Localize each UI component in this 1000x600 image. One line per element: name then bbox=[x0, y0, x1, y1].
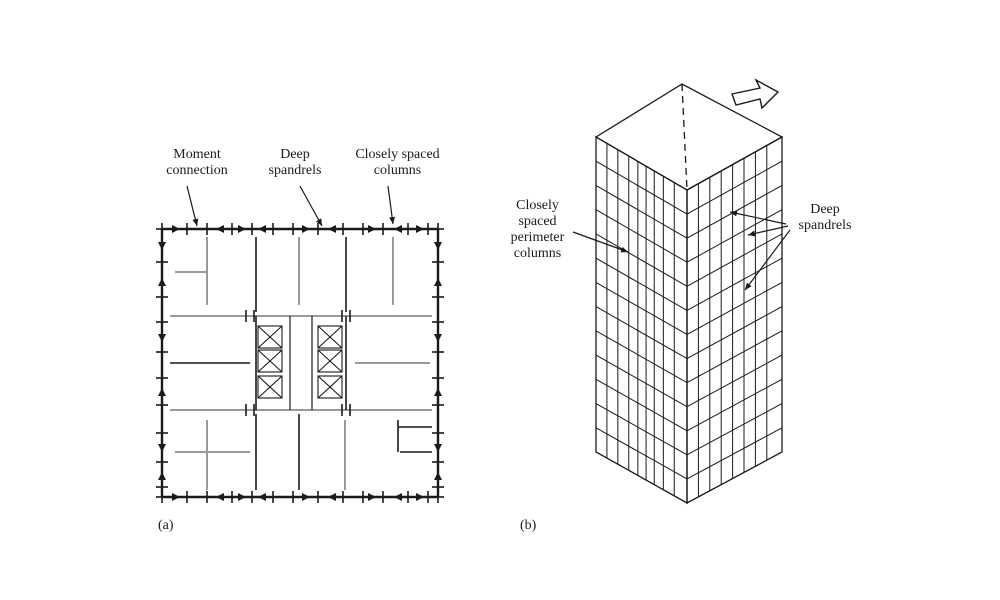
braced-bay bbox=[317, 375, 343, 399]
label-perimeter-line2: spaced bbox=[518, 214, 557, 229]
label-moment-line2: connection bbox=[166, 163, 228, 178]
moment-connection-symbol bbox=[434, 444, 442, 452]
moment-connection-symbol bbox=[238, 493, 246, 501]
spandrel-right bbox=[686, 427, 783, 480]
moment-connection-symbol bbox=[258, 225, 266, 233]
braced-bay bbox=[257, 375, 283, 399]
label-perimeter-line1: Closely bbox=[516, 198, 559, 213]
moment-connection-symbol bbox=[216, 225, 224, 233]
floor-plan-a bbox=[156, 223, 444, 503]
moment-connection-symbol bbox=[216, 493, 224, 501]
brace-diagonal bbox=[257, 325, 283, 349]
brace-diagonal bbox=[257, 349, 283, 373]
leader-perimeter-columns bbox=[572, 231, 629, 253]
leader-deep-spandrels-b2 bbox=[747, 225, 789, 237]
moment-connection-symbol bbox=[434, 278, 442, 286]
label-perimeter-line3: perimeter bbox=[510, 230, 565, 245]
spandrel-left bbox=[595, 330, 688, 384]
spandrel-left bbox=[595, 257, 688, 311]
label-perimeter-columns: Closely spaced perimeter columns bbox=[500, 198, 575, 262]
spandrel-left bbox=[595, 378, 688, 432]
label-columns-line1: Closely spaced bbox=[355, 147, 440, 162]
spandrel-right bbox=[686, 306, 783, 359]
moment-connection-symbol bbox=[158, 242, 166, 250]
spandrel-left bbox=[595, 427, 688, 480]
moment-connection-symbol bbox=[238, 225, 246, 233]
spandrel-left bbox=[595, 185, 688, 239]
brace-diagonal bbox=[257, 375, 283, 399]
spandrel-left bbox=[595, 306, 688, 359]
label-deep-spandrels-b: Deep spandrels bbox=[785, 202, 865, 234]
brace-diagonal bbox=[317, 375, 343, 399]
spandrel-right bbox=[686, 378, 783, 432]
spandrel-left bbox=[595, 281, 688, 335]
moment-connection-symbol bbox=[328, 493, 336, 501]
moment-connection-symbol bbox=[434, 472, 442, 480]
spandrel-right bbox=[686, 233, 783, 287]
moment-connection-symbol bbox=[416, 225, 424, 233]
leader-closely-spaced-columns bbox=[387, 185, 396, 225]
moment-connection-symbol bbox=[328, 225, 336, 233]
spandrel-left bbox=[595, 403, 688, 456]
moment-connection-symbol bbox=[434, 388, 442, 396]
moment-connection-symbol bbox=[434, 334, 442, 342]
braced-bay bbox=[257, 349, 283, 373]
spandrel-left bbox=[595, 233, 688, 287]
hidden-edge bbox=[681, 83, 688, 191]
label-closely-spaced-columns: Closely spaced columns bbox=[340, 147, 455, 179]
spandrel-right bbox=[686, 160, 783, 215]
spandrel-left bbox=[595, 209, 688, 263]
label-deep-b-line1: Deep bbox=[810, 202, 840, 217]
label-moment-line1: Moment bbox=[173, 147, 221, 162]
label-deep-a-line1: Deep bbox=[280, 147, 310, 162]
moment-connection-symbol bbox=[368, 493, 376, 501]
moment-connection-symbol bbox=[394, 493, 402, 501]
leader-deep-spandrels-b3 bbox=[744, 229, 791, 291]
spandrel-right bbox=[686, 330, 783, 384]
moment-connection-symbol bbox=[172, 225, 180, 233]
moment-connection-symbol bbox=[158, 472, 166, 480]
label-columns-line2: columns bbox=[373, 163, 422, 178]
leader-deep-spandrels-a bbox=[299, 185, 323, 227]
leader-deep-spandrels-b1 bbox=[729, 210, 787, 225]
label-deep-a-line2: spandrels bbox=[268, 163, 322, 178]
spandrel-left bbox=[595, 354, 688, 408]
braced-bay bbox=[317, 349, 343, 373]
moment-connection-symbol bbox=[158, 388, 166, 396]
caption-b: (b) bbox=[520, 518, 537, 533]
moment-connection-symbol bbox=[158, 444, 166, 452]
tower-right-face bbox=[686, 135, 783, 505]
spandrel-right bbox=[686, 209, 783, 263]
moment-connection-symbol bbox=[394, 225, 402, 233]
spandrel-right bbox=[686, 403, 783, 456]
spandrel-right bbox=[686, 257, 783, 311]
moment-connection-symbol bbox=[172, 493, 180, 501]
brace-diagonal bbox=[317, 325, 343, 349]
moment-connection-symbol bbox=[258, 493, 266, 501]
spandrel-left bbox=[595, 160, 688, 215]
braced-bay bbox=[317, 325, 343, 349]
caption-a: (a) bbox=[158, 518, 174, 533]
leader-moment-connection bbox=[186, 185, 199, 227]
spandrel-right bbox=[686, 281, 783, 335]
moment-connection-symbol bbox=[302, 493, 310, 501]
braced-bay bbox=[257, 325, 283, 349]
label-moment-connection: Moment connection bbox=[152, 147, 242, 179]
tower-b bbox=[594, 78, 784, 505]
moment-connection-symbol bbox=[158, 278, 166, 286]
label-perimeter-line4: columns bbox=[513, 246, 562, 261]
wind-load-arrow bbox=[731, 78, 780, 110]
label-leaders bbox=[186, 185, 791, 291]
moment-connection-symbol bbox=[434, 242, 442, 250]
label-deep-spandrels-a: Deep spandrels bbox=[255, 147, 335, 179]
spandrel-right bbox=[686, 354, 783, 408]
label-deep-b-line2: spandrels bbox=[798, 218, 852, 233]
moment-connection-symbol bbox=[368, 225, 376, 233]
brace-diagonal bbox=[317, 349, 343, 373]
moment-connection-symbol bbox=[302, 225, 310, 233]
moment-connection-symbol bbox=[416, 493, 424, 501]
tower-left-face bbox=[595, 135, 688, 505]
moment-connection-symbol bbox=[158, 334, 166, 342]
